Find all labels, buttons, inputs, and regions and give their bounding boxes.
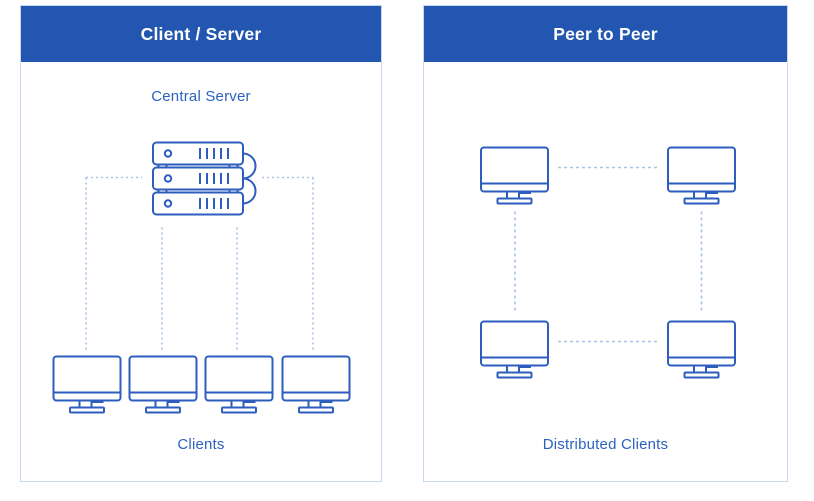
peer-connectors — [514, 166, 703, 343]
panel-peer-to-peer-header: Peer to Peer — [424, 6, 787, 62]
server-stack-icon — [152, 141, 257, 216]
server-led-icon — [163, 174, 173, 183]
server-led-icon — [163, 199, 173, 208]
panel-client-server: Client / Server Central Server — [20, 5, 382, 482]
distributed-clients-label: Distributed Clients — [542, 436, 669, 453]
server-link-arc — [242, 152, 257, 180]
server-unit — [152, 166, 244, 191]
peer-monitors — [480, 146, 736, 379]
client-server-diagram — [52, 141, 351, 414]
server-vents — [199, 148, 229, 159]
monitor-icon — [480, 320, 549, 379]
monitor-icon — [667, 320, 736, 379]
server-vents — [199, 198, 229, 209]
panel-client-server-header: Client / Server — [21, 6, 381, 62]
client-monitors — [52, 355, 351, 414]
panel-peer-to-peer-title: Peer to Peer — [553, 23, 658, 44]
monitor-icon — [204, 355, 274, 414]
server-link-arc — [242, 177, 257, 205]
panel-client-server-title: Client / Server — [140, 23, 262, 44]
panel-peer-to-peer: Peer to Peer Distributed Clients — [423, 5, 788, 482]
panel-client-server-body: Central Server — [21, 62, 381, 481]
monitor-icon — [52, 355, 122, 414]
client-server-connectors — [85, 176, 314, 352]
server-vents — [199, 173, 229, 184]
monitor-icon — [281, 355, 351, 414]
central-server-label: Central Server — [151, 88, 251, 105]
server-led-icon — [163, 149, 173, 158]
server-unit — [152, 141, 244, 166]
monitor-icon — [128, 355, 198, 414]
peer-to-peer-diagram — [480, 146, 736, 379]
monitor-icon — [480, 146, 549, 205]
server-unit — [152, 191, 244, 216]
clients-label: Clients — [177, 436, 225, 453]
monitor-icon — [667, 146, 736, 205]
panel-peer-to-peer-body: Distributed Clients — [424, 62, 787, 481]
